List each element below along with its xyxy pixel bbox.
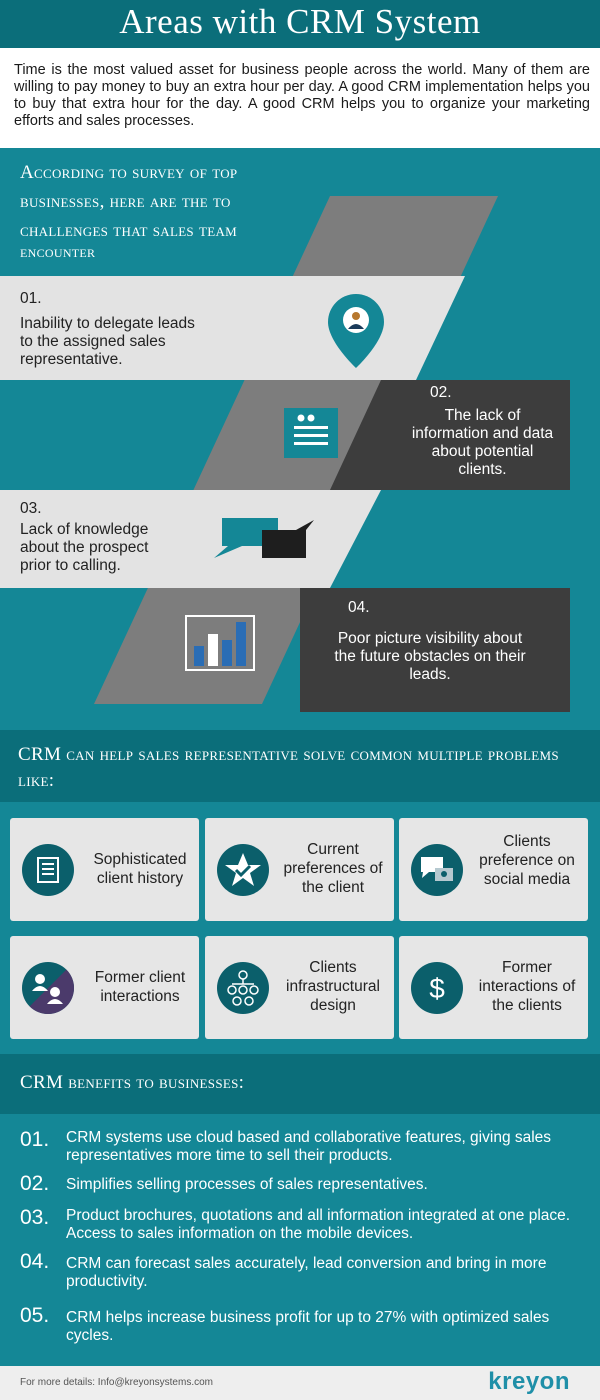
challenge-panel-02 [330,380,570,490]
card-label: Current preferences of the client [283,841,383,896]
challenge-number: 02. [430,384,452,401]
intro-paragraph: Time is the most valued asset for busine… [14,62,590,129]
footer-contact: For more details: Info@kreyonsystems.com [20,1377,213,1388]
card-label: Former interactions of the clients [478,959,576,1014]
footer: For more details: Info@kreyonsystems.com… [0,1366,600,1400]
challenge-number: 04. [348,599,370,616]
challenge-panel-04 [300,588,570,712]
challenge-text: Poor picture visibility about the future… [334,630,526,683]
solve-section: Sophisticated client history Current pre… [0,802,600,1054]
problem-card: Clients preference on social media [399,818,588,921]
star-check-icon [217,844,269,896]
benefit-number: 02. [20,1172,50,1195]
page-title: Areas with CRM System [119,2,481,41]
benefit-number: 05. [20,1304,50,1327]
challenge-panel-03 [0,490,381,588]
bar-chart-icon [185,615,255,671]
card-label: Sophisticated client history [93,851,187,887]
challenge-number: 03. [20,500,42,517]
challenge-number: 01. [20,290,42,307]
challenges-heading-last: encounter [20,242,96,261]
challenges-section: According to survey of top businesses, h… [0,148,600,730]
location-person-icon [328,294,384,368]
card-label: Former client interactions [94,969,186,1005]
benefits-heading: CRM benefits to businesses: [20,1072,245,1093]
benefit-text: CRM can forecast sales accurately, lead … [66,1255,547,1290]
dollar-icon: $ [411,962,463,1014]
problem-card: Former client interactions [10,936,199,1039]
challenge-text: The lack of information and data about p… [411,407,554,478]
benefit-text: CRM helps increase business profit for u… [66,1309,550,1344]
contact-list-icon [284,408,338,458]
card-label: Clients infrastructural design [286,959,380,1014]
document-list-icon [22,844,74,896]
org-chart-icon [217,962,269,1014]
solve-header: CRM can help sales representative solve … [0,730,600,802]
benefits-header: CRM benefits to businesses: [0,1054,600,1114]
benefit-text: Simplifies selling processes of sales re… [66,1176,428,1193]
card-label: Clients preference on social media [479,833,575,888]
benefit-text: Product brochures, quotations and all in… [66,1207,571,1242]
problem-card: Current preferences of the client [205,818,394,921]
benefits-section: 01. CRM systems use cloud based and coll… [0,1114,600,1366]
problem-card: Sophisticated client history [10,818,199,921]
problem-card: $ Former interactions of the clients [399,936,588,1039]
speech-bubbles-icon [214,518,314,558]
header-bar: Areas with CRM System [0,0,600,48]
challenges-graphic [0,196,570,712]
challenge-text: Lack of knowledge about the prospect pri… [20,521,149,574]
benefit-number: 04. [20,1250,50,1273]
benefit-number: 01. [20,1128,50,1151]
benefit-number: 03. [20,1206,50,1229]
kreyon-logo: kreyon [488,1368,570,1395]
benefit-text: CRM systems use cloud based and collabor… [66,1129,552,1164]
problem-card: Clients infrastructural design [205,936,394,1039]
two-users-icon [22,962,74,1014]
solve-heading: CRM can help sales representative solve … [18,744,559,791]
challenges-heading: According to survey of top businesses, h… [20,162,238,241]
challenge-text: Inability to delegate leads to the assig… [20,315,195,368]
svg-text:$: $ [429,973,445,1004]
chat-bubbles-icon [411,844,463,896]
